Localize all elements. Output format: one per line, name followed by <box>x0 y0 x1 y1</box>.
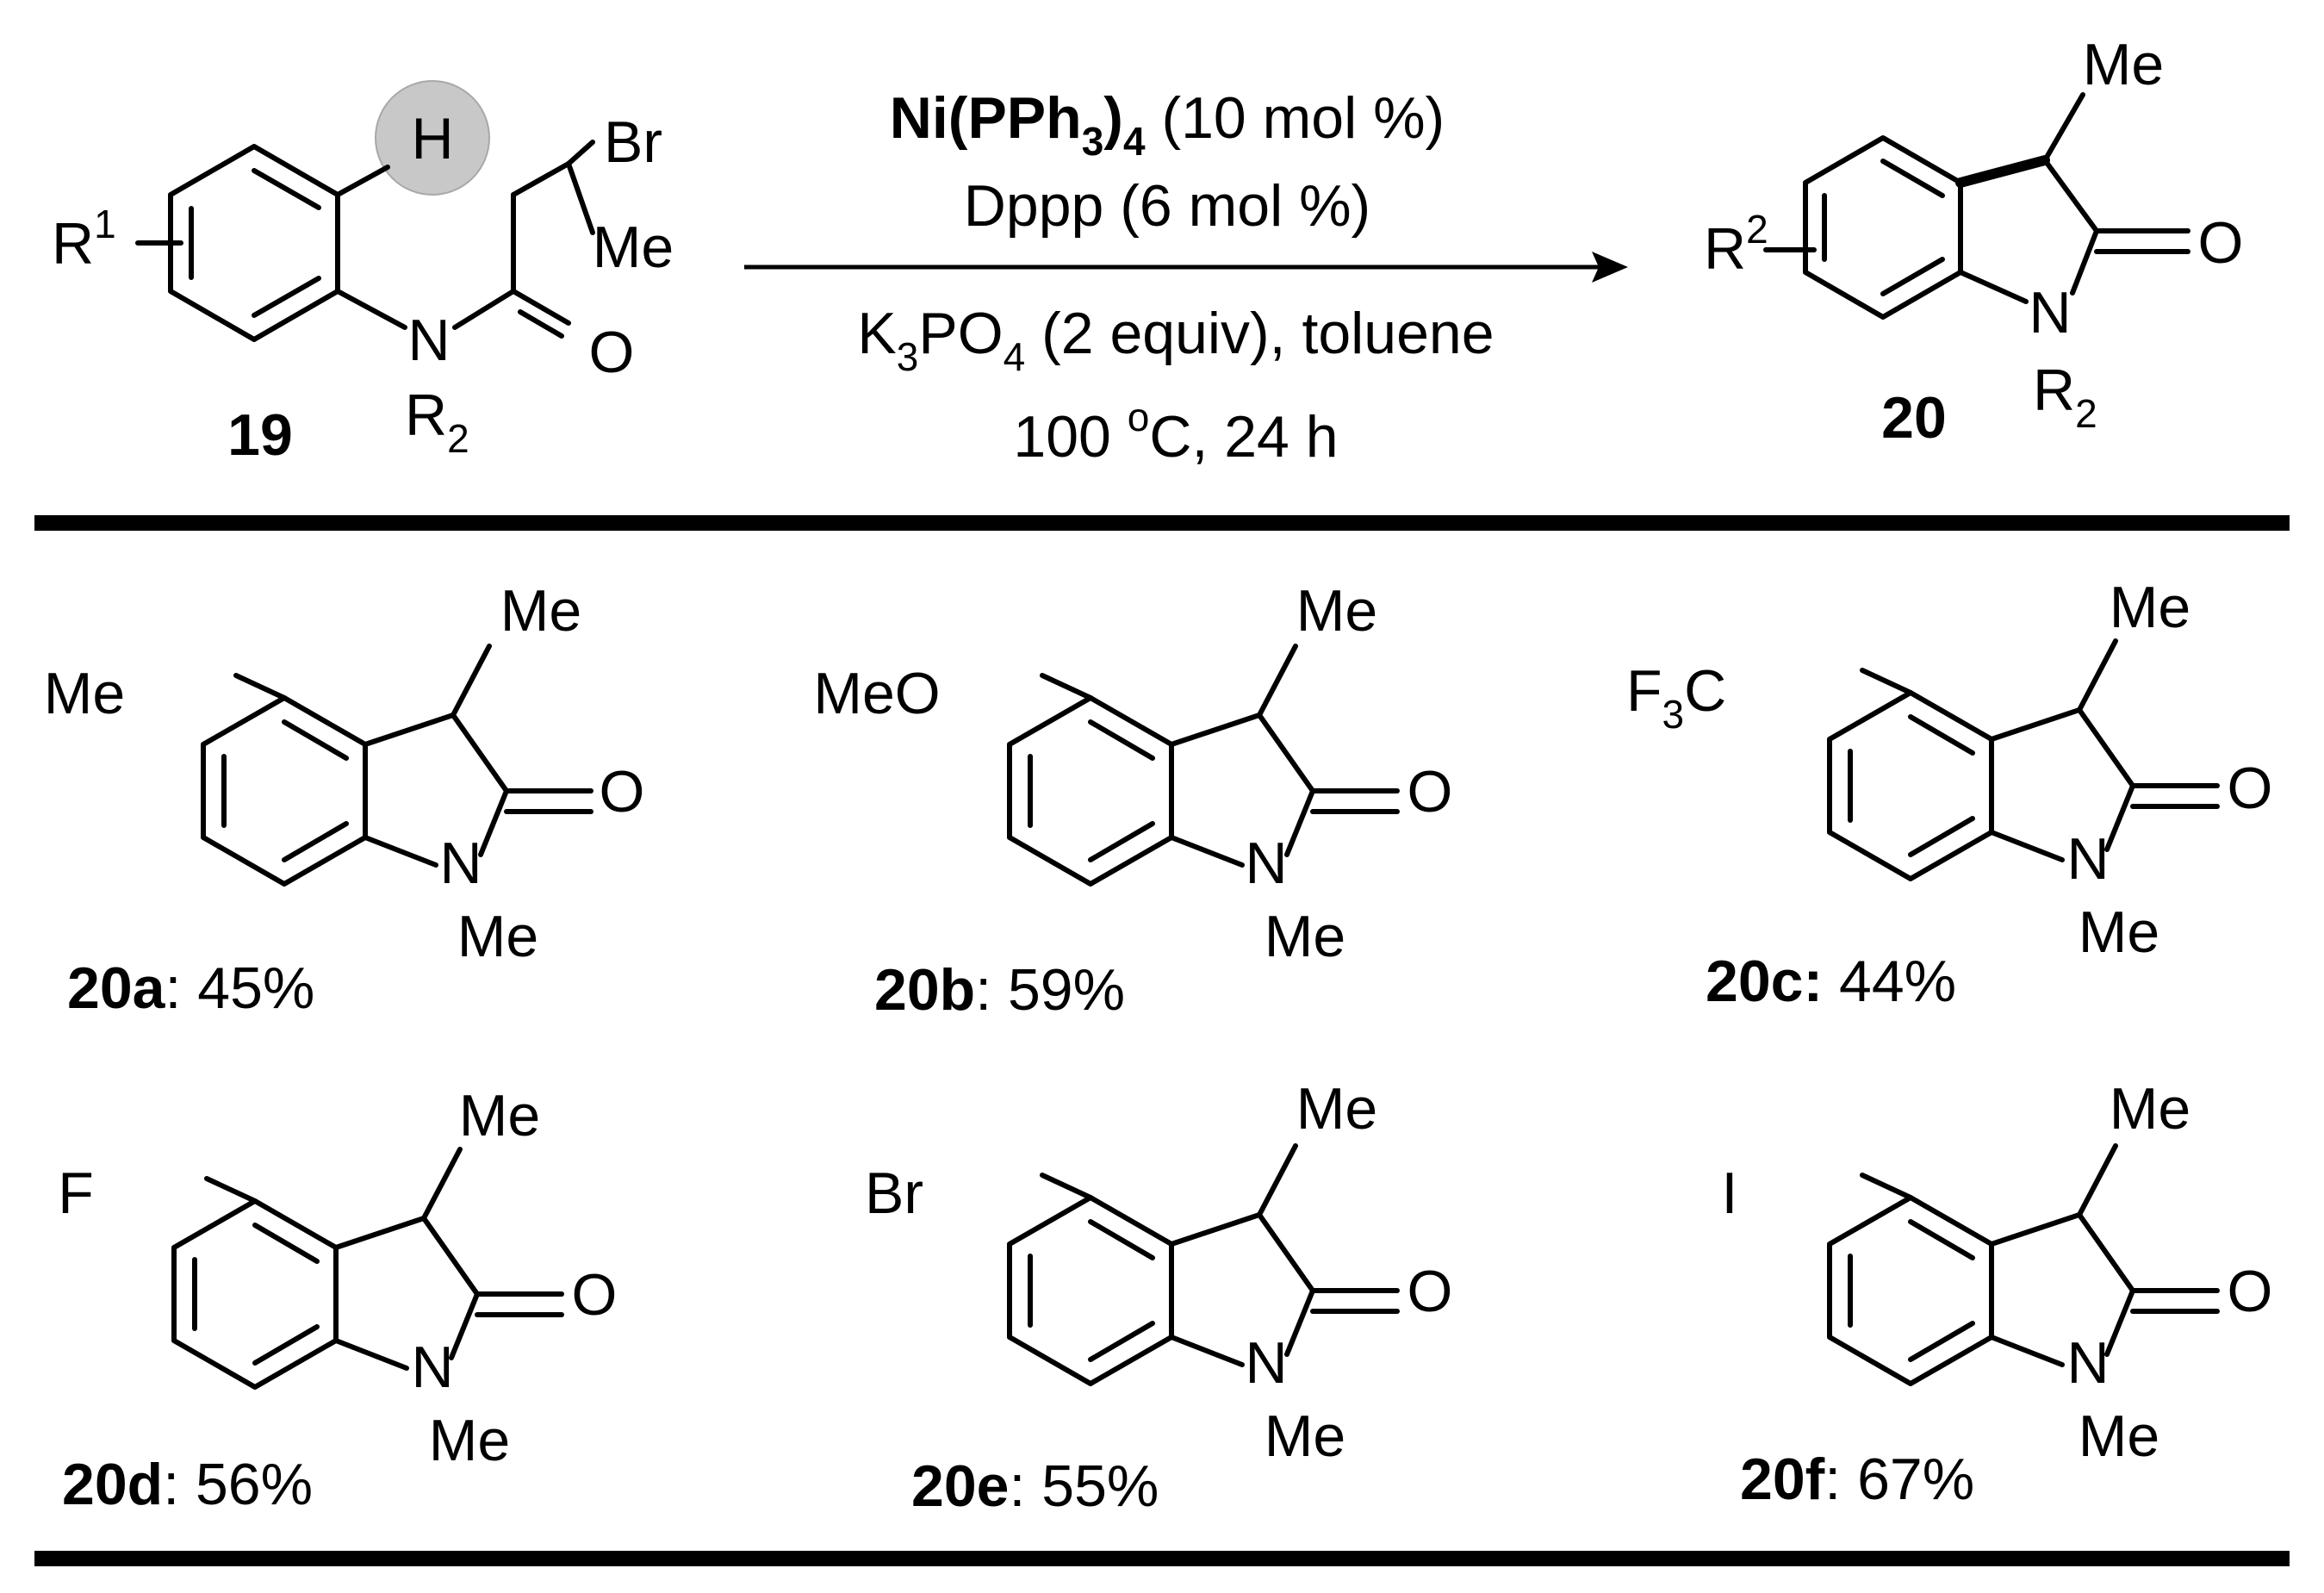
example-20a-c3-me: Me <box>500 578 581 644</box>
product-o-label: O <box>2198 210 2244 276</box>
product-me-label: Me <box>2083 32 2164 97</box>
example-20c-n: N <box>2066 826 2109 892</box>
example-20f-o: O <box>2228 1259 2273 1324</box>
catalyst-label: Ni(PPh3)4 (10 mol %) <box>890 85 1445 164</box>
product-n-label: N <box>2029 280 2071 345</box>
example-20e: Br Me O N Me 20e: 55% <box>865 1076 1452 1519</box>
product-c3-wedge-bond <box>1955 155 2050 188</box>
example-20e-skeleton <box>1010 1146 1397 1384</box>
example-20b-c3-me: Me <box>1296 578 1377 644</box>
reactant-cq-bond <box>511 161 571 197</box>
reactant-compound-id: 19 <box>227 402 293 468</box>
reactant-carbonyl-double <box>518 309 564 339</box>
reaction-conditions: Ni(PPh3)4 (10 mol %) Dppp (6 mol %) K3PO… <box>744 85 1628 470</box>
example-20b-skeleton <box>1010 646 1397 884</box>
reactant-benzene-ring <box>168 144 340 342</box>
product-c3-me-bond <box>2042 92 2085 163</box>
example-20f-substituent: I <box>1722 1161 1738 1226</box>
example-20e-substituent: Br <box>865 1161 923 1226</box>
example-20f-skeleton <box>1830 1146 2217 1384</box>
example-20e-c3-me: Me <box>1296 1076 1377 1142</box>
example-20d-n-me: Me <box>429 1408 510 1473</box>
example-20e-n: N <box>1245 1330 1287 1396</box>
reactant-r1-label: R1 <box>52 202 116 277</box>
example-20f-label: 20f: 67% <box>1740 1447 1974 1512</box>
example-20e-n-me: Me <box>1265 1403 1345 1469</box>
example-20d-skeleton <box>174 1149 562 1387</box>
product-c2-n-bond <box>2070 228 2099 296</box>
reactant-ring-n-bond <box>335 289 407 330</box>
reactant-me-label: Me <box>593 215 674 280</box>
example-20a-n-me: Me <box>457 904 538 969</box>
top-separator-rule <box>34 515 2290 531</box>
reactant-ring-double-bond-2 <box>252 276 321 318</box>
example-20a: Me Me O N Me 20a: 45% <box>44 578 645 1021</box>
example-20d-o: O <box>572 1262 618 1328</box>
product-r2-n-label: R2 <box>2033 358 2097 436</box>
reactant-br-label: Br <box>604 109 662 175</box>
example-20d-label: 20d: 56% <box>62 1452 313 1517</box>
product-r2-label: R2 <box>1704 207 1768 282</box>
ligand-label: Dppp (6 mol %) <box>964 173 1370 239</box>
example-20d-c3-me: Me <box>459 1083 540 1148</box>
example-20c-o: O <box>2228 756 2273 821</box>
example-20d: F Me O N Me 20d: 56% <box>58 1083 617 1517</box>
example-20b-o: O <box>1407 759 1453 825</box>
reactant-hydrogen-label: H <box>411 106 453 171</box>
example-20f-n: N <box>2066 1330 2109 1396</box>
reactant-ring-double-bond-1 <box>252 168 321 210</box>
reactant-n-label: N <box>407 308 450 373</box>
example-20b-n-me: Me <box>1265 904 1345 969</box>
example-20a-skeleton <box>203 646 591 884</box>
reactant-o-label: O <box>589 320 635 385</box>
example-20a-o: O <box>600 759 645 825</box>
reactant-n-carbonyl-bond <box>452 289 516 330</box>
example-20c-substituent: F3C <box>1626 658 1726 737</box>
product-compound-id: 20 <box>1881 385 1947 451</box>
product-benzene-ring <box>1803 135 1963 320</box>
reactant-19: H R1 N R2 O Br Me 19 <box>52 80 674 468</box>
example-20f: I Me O N Me 20f: 67% <box>1722 1076 2273 1512</box>
example-20a-label: 20a: 45% <box>67 955 314 1021</box>
example-20d-n: N <box>411 1335 453 1400</box>
example-20f-n-me: Me <box>2079 1403 2159 1469</box>
bottom-separator-rule <box>34 1551 2290 1566</box>
reactant-r2-label: R2 <box>405 383 469 461</box>
example-20d-substituent: F <box>58 1161 94 1226</box>
example-20b-n: N <box>1245 831 1287 896</box>
product-ring-double-1 <box>1880 159 1945 198</box>
reaction-arrow-head <box>1592 252 1628 283</box>
reactant-carbonyl-bond <box>511 289 571 326</box>
product-ring-double-2 <box>1880 257 1945 296</box>
example-20b: MeO Me O N Me 20b: 59% <box>813 578 1452 1023</box>
example-20c-c3-me: Me <box>2110 575 2190 640</box>
example-20b-substituent: MeO <box>813 661 940 726</box>
example-20e-label: 20e: 55% <box>911 1453 1159 1519</box>
example-20c-skeleton <box>1830 641 2217 879</box>
reactant-br-bond <box>566 140 595 166</box>
example-20a-n: N <box>439 831 482 896</box>
example-20c-label: 20c: 44% <box>1706 949 1956 1014</box>
example-20f-c3-me: Me <box>2110 1076 2190 1142</box>
example-20c: F3C Me O N Me 20c: 44% <box>1626 575 2272 1014</box>
example-20c-n-me: Me <box>2079 899 2159 965</box>
base-solvent-label: K3PO4 (2 equiv), toluene <box>857 301 1494 379</box>
reactant-me-bond <box>566 161 595 235</box>
product-c3-c2-bond <box>2042 158 2099 233</box>
temperature-time-label: 100 oC, 24 h <box>1013 395 1338 470</box>
hydrogen-highlight-circle <box>375 80 490 196</box>
example-20a-substituent: Me <box>44 661 125 726</box>
example-20e-o: O <box>1407 1259 1453 1324</box>
product-20: R2 Me O N R2 20 <box>1704 32 2243 451</box>
example-20b-label: 20b: 59% <box>874 957 1125 1023</box>
product-n-c7a-bond <box>1958 270 2029 304</box>
reactant-ring-h-bond <box>335 165 390 197</box>
